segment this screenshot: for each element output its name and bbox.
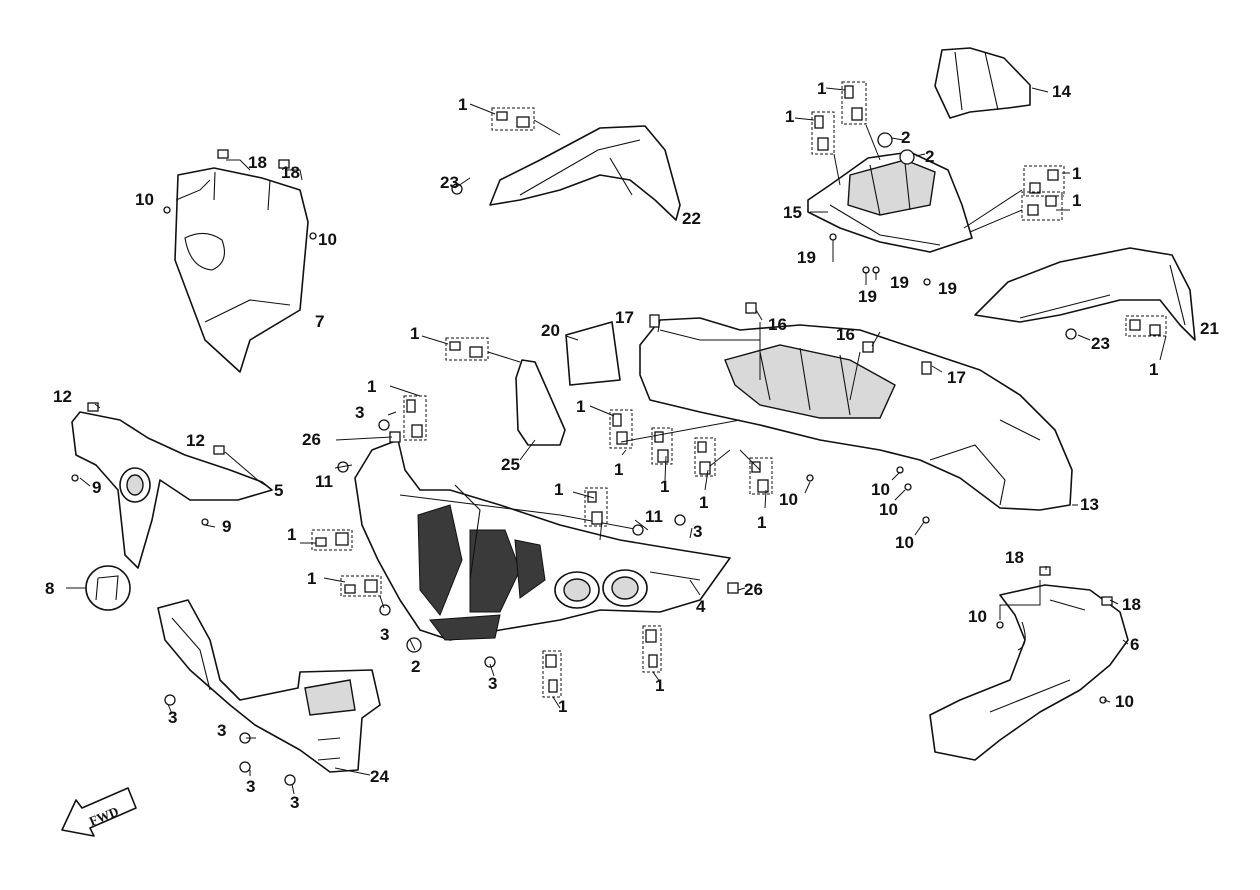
callout-8: 8: [45, 579, 54, 598]
callout-1: 1: [660, 477, 669, 496]
callout-26: 26: [302, 430, 321, 449]
part-6-right-lower-panel: [929, 584, 1129, 761]
callout-10: 10: [318, 230, 337, 249]
callout-16: 16: [768, 315, 787, 334]
callout-1: 1: [307, 569, 316, 588]
part-13-front-body: [639, 317, 1073, 511]
callout-11: 11: [315, 472, 333, 491]
part-8-emblem: [85, 565, 131, 611]
callout-1: 1: [817, 79, 826, 98]
callout-3: 3: [693, 522, 702, 541]
callout-1: 1: [1149, 360, 1158, 379]
callout-18: 18: [1122, 595, 1141, 614]
callout-23: 23: [440, 173, 459, 192]
callout-12: 12: [53, 387, 72, 406]
callout-17: 17: [615, 308, 634, 327]
part-7-left-side-panel: [174, 167, 309, 373]
callout-1: 1: [576, 397, 585, 416]
callout-2: 2: [901, 128, 910, 147]
callout-20: 20: [541, 321, 560, 340]
callout-16: 16: [836, 325, 855, 344]
hardware-fasteners: [71, 85, 1161, 786]
callout-labels: 1 23 22 18 18 10 10 7 1 1 2 2 14 1 1 15 …: [45, 79, 1219, 812]
part-25-side-plate: [515, 359, 566, 446]
callout-19: 19: [890, 273, 909, 292]
callout-10: 10: [779, 490, 798, 509]
callout-1: 1: [554, 480, 563, 499]
part-20-plate: [565, 321, 621, 386]
callout-13: 13: [1080, 495, 1099, 514]
callout-9: 9: [92, 478, 101, 497]
callout-10: 10: [135, 190, 154, 209]
callout-1: 1: [699, 493, 708, 512]
callout-1: 1: [757, 513, 766, 532]
part-14-windscreen: [934, 47, 1031, 119]
callout-10: 10: [895, 533, 914, 552]
callout-3: 3: [290, 793, 299, 812]
callout-15: 15: [783, 203, 802, 222]
fastener-group-boxes: [311, 81, 1167, 698]
callout-10: 10: [879, 500, 898, 519]
callout-1: 1: [367, 377, 376, 396]
part-24-lower-front-panel: [157, 599, 381, 773]
callout-4: 4: [696, 597, 706, 616]
callout-10: 10: [968, 607, 987, 626]
callout-7: 7: [315, 312, 324, 331]
callout-19: 19: [938, 279, 957, 298]
callout-10: 10: [871, 480, 890, 499]
callout-1: 1: [410, 324, 419, 343]
callout-26: 26: [744, 580, 763, 599]
callout-1: 1: [458, 95, 467, 114]
callout-1: 1: [614, 460, 623, 479]
leader-lines: [66, 87, 1167, 795]
callout-17: 17: [947, 368, 966, 387]
callout-1: 1: [1072, 191, 1081, 210]
callout-1: 1: [785, 107, 794, 126]
callout-5: 5: [274, 481, 283, 500]
callout-12: 12: [186, 431, 205, 450]
callout-1: 1: [655, 676, 664, 695]
callout-2: 2: [411, 657, 420, 676]
callout-25: 25: [501, 455, 520, 474]
callout-19: 19: [858, 287, 877, 306]
part-5-headlight-trim: [71, 411, 273, 569]
callout-3: 3: [488, 674, 497, 693]
callout-18: 18: [248, 153, 267, 172]
part-21-right-upper-fender: [974, 247, 1196, 341]
callout-1: 1: [558, 697, 567, 716]
callout-3: 3: [246, 777, 255, 796]
part-15-instrument-housing: [807, 151, 973, 253]
callout-24: 24: [370, 767, 389, 786]
callout-3: 3: [168, 708, 177, 727]
part-4-front-grille: [354, 439, 731, 641]
callout-6: 6: [1130, 635, 1139, 654]
part-22-left-upper-fender: [489, 125, 681, 221]
callout-2: 2: [925, 147, 934, 166]
callout-10: 10: [1115, 692, 1134, 711]
callout-9: 9: [222, 517, 231, 536]
callout-14: 14: [1052, 82, 1071, 101]
callout-11: 11: [645, 507, 663, 526]
callout-1: 1: [287, 525, 296, 544]
callout-23: 23: [1091, 334, 1110, 353]
callout-21: 21: [1200, 319, 1219, 338]
fwd-direction-arrow: FWD: [61, 787, 137, 837]
callout-3: 3: [380, 625, 389, 644]
callout-3: 3: [217, 721, 226, 740]
callout-19: 19: [797, 248, 816, 267]
callout-1: 1: [1072, 164, 1081, 183]
callout-22: 22: [682, 209, 701, 228]
callout-3: 3: [355, 403, 364, 422]
callout-18: 18: [281, 163, 300, 182]
callout-18: 18: [1005, 548, 1024, 567]
